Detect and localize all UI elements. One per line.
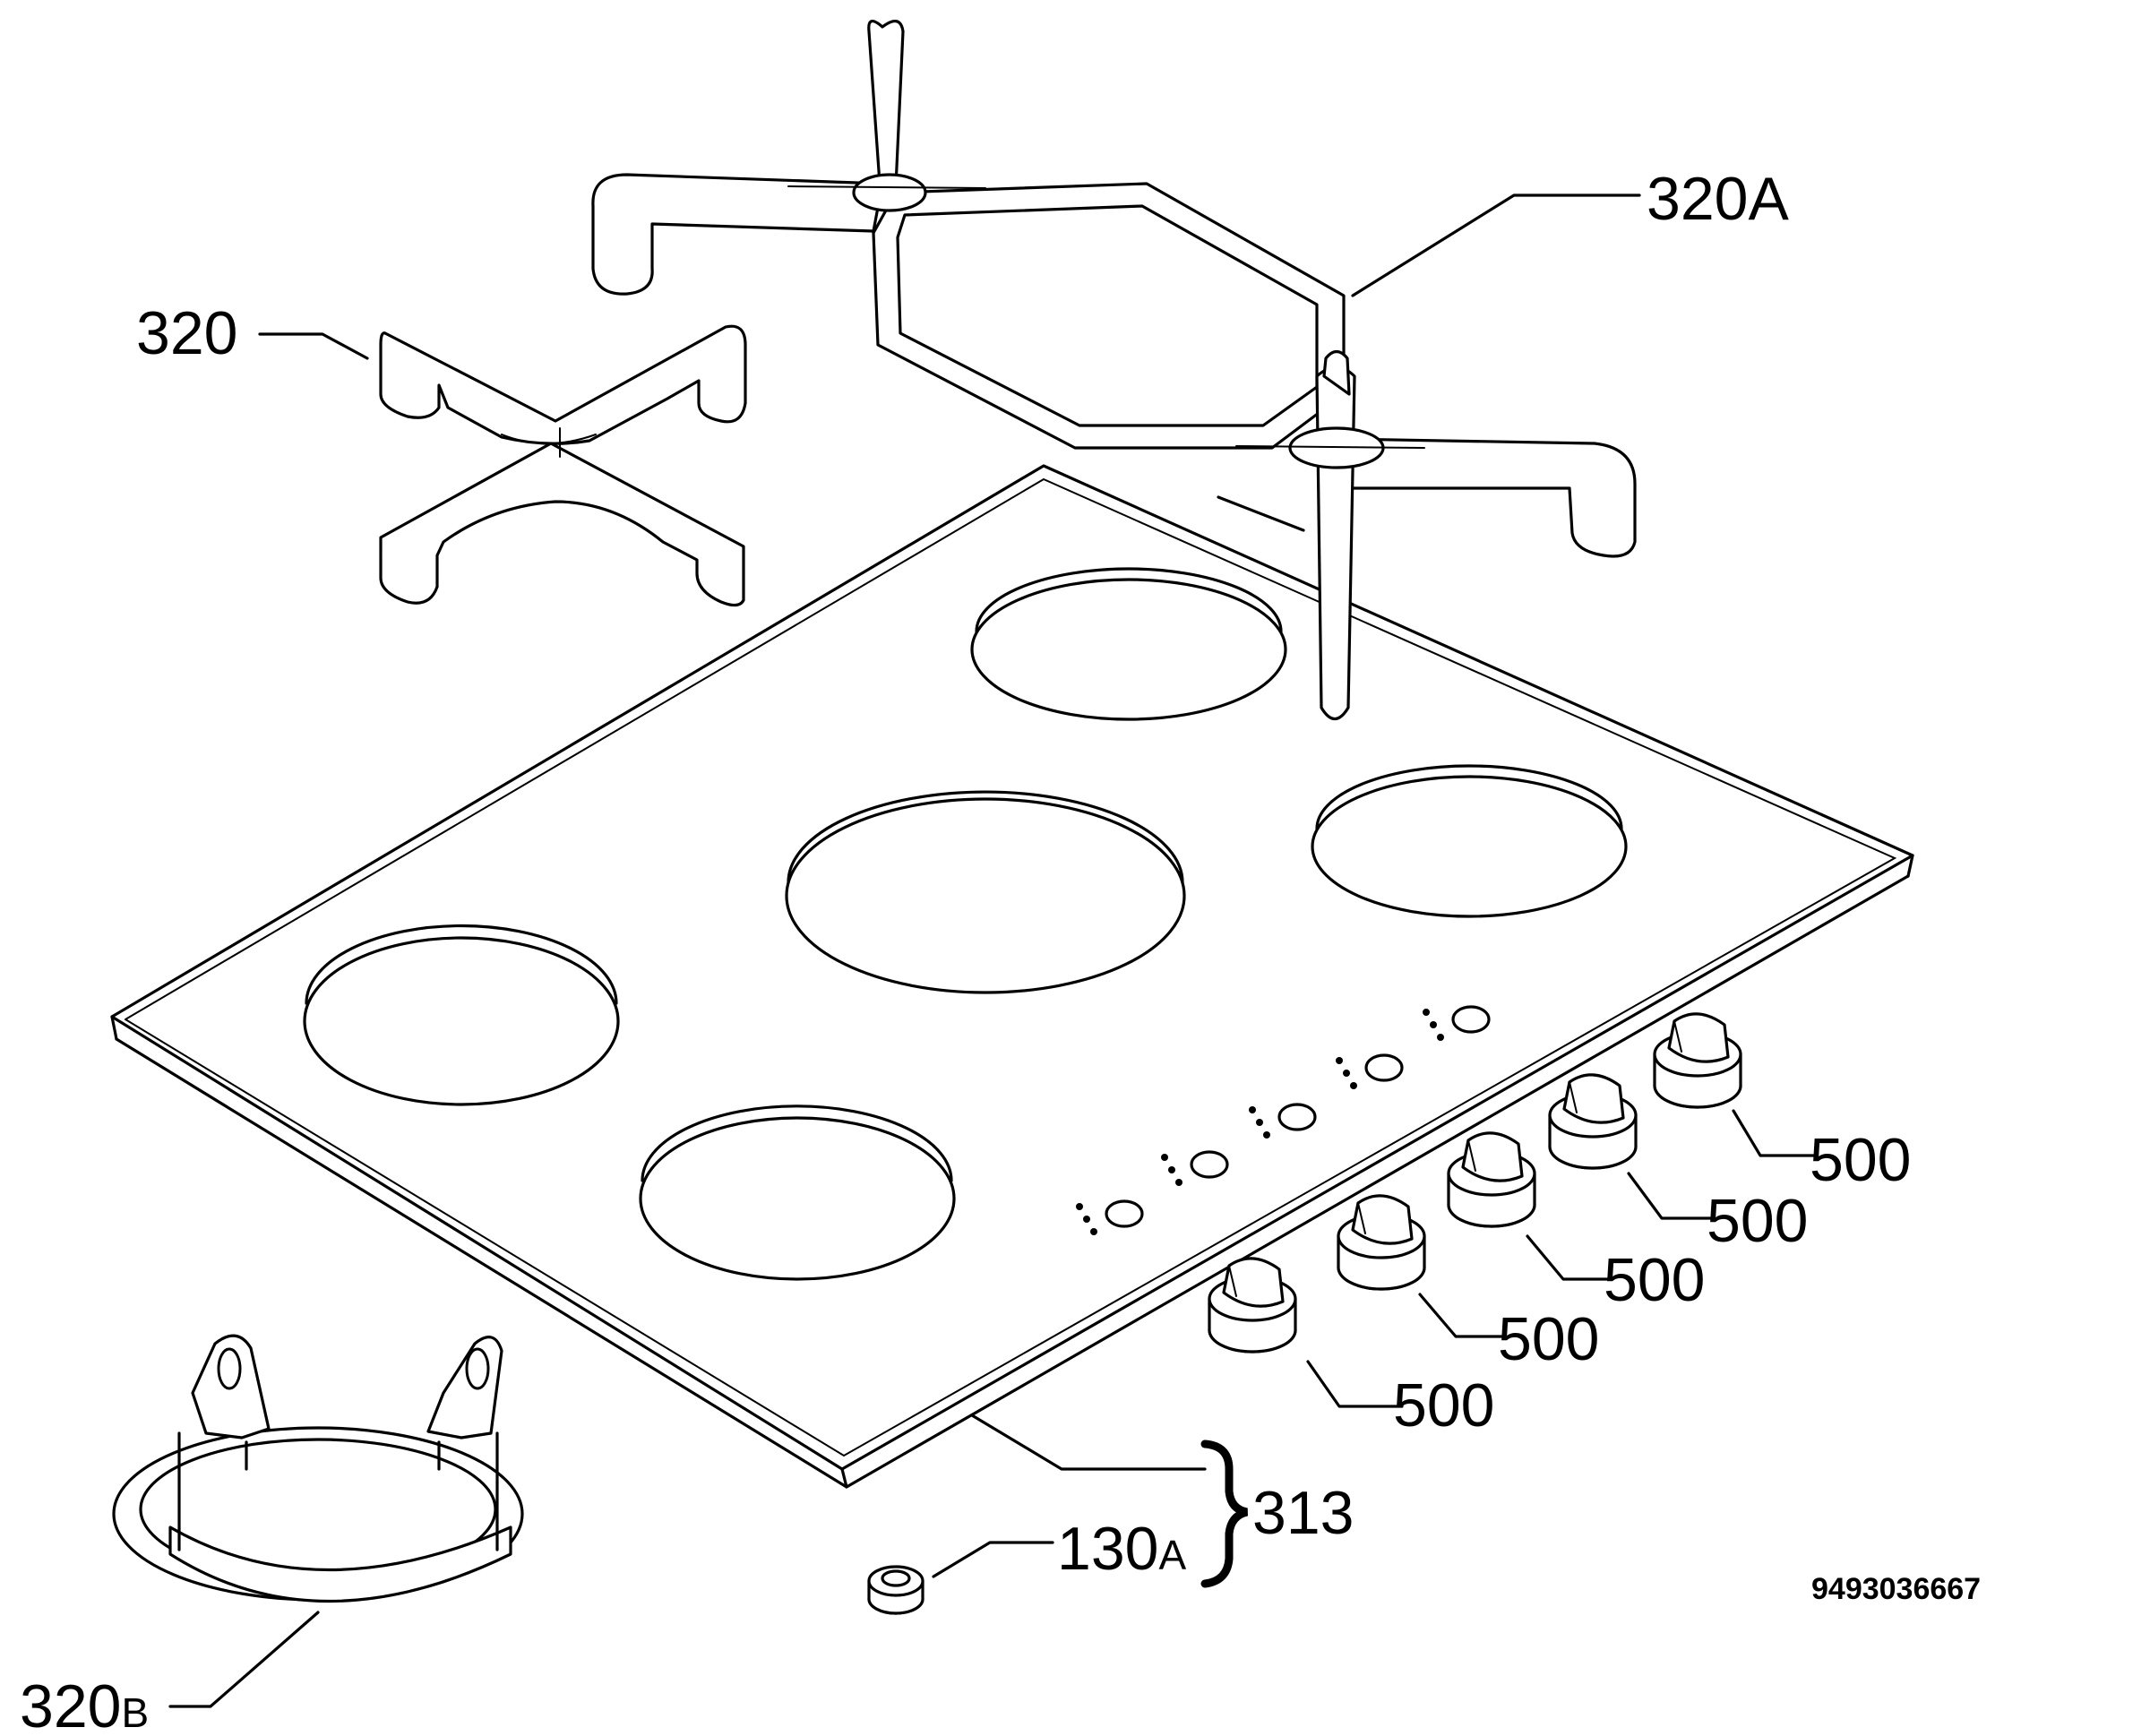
wok-ring [112,1334,524,1603]
label-313: 313 [1252,1479,1354,1547]
control-knob-4 [1548,1073,1638,1170]
leader-lines [168,193,1816,1708]
label-500-knob-2: 500 [1498,1305,1599,1373]
burner-hole-front [639,1104,956,1281]
burner-hole-rear [970,567,1287,721]
label-130A: 130A [1057,1515,1186,1583]
label-130A-suffix: A [1158,1532,1186,1578]
burner-hole-right [1311,764,1628,918]
pan-support-grid-large [591,20,1637,721]
label-130A-number: 130 [1057,1515,1158,1583]
knob-indicator-symbols [1076,1005,1491,1235]
control-knob-1 [1208,1257,1297,1354]
label-500-knob-4: 500 [1707,1187,1808,1255]
label-320B: 320B [20,1672,149,1736]
assembly-brace [1200,1440,1249,1588]
rubber-foot [867,1565,924,1615]
label-500-knob-1: 500 [1393,1371,1494,1440]
label-500-knob-5: 500 [1810,1126,1911,1194]
control-knob-5 [1653,1012,1742,1109]
control-knob-3 [1447,1131,1536,1228]
pan-support-grid-small [379,324,747,607]
burner-hole-left [303,924,620,1106]
document-code: 9493036667 [1811,1572,1981,1606]
control-knob-2 [1337,1194,1426,1291]
label-500-knob-3: 500 [1604,1246,1705,1314]
label-320B-number: 320 [20,1672,121,1736]
label-320A: 320A [1647,165,1789,233]
label-320B-suffix: B [121,1689,149,1736]
burner-hole-center [785,790,1186,994]
label-320: 320 [136,299,237,367]
